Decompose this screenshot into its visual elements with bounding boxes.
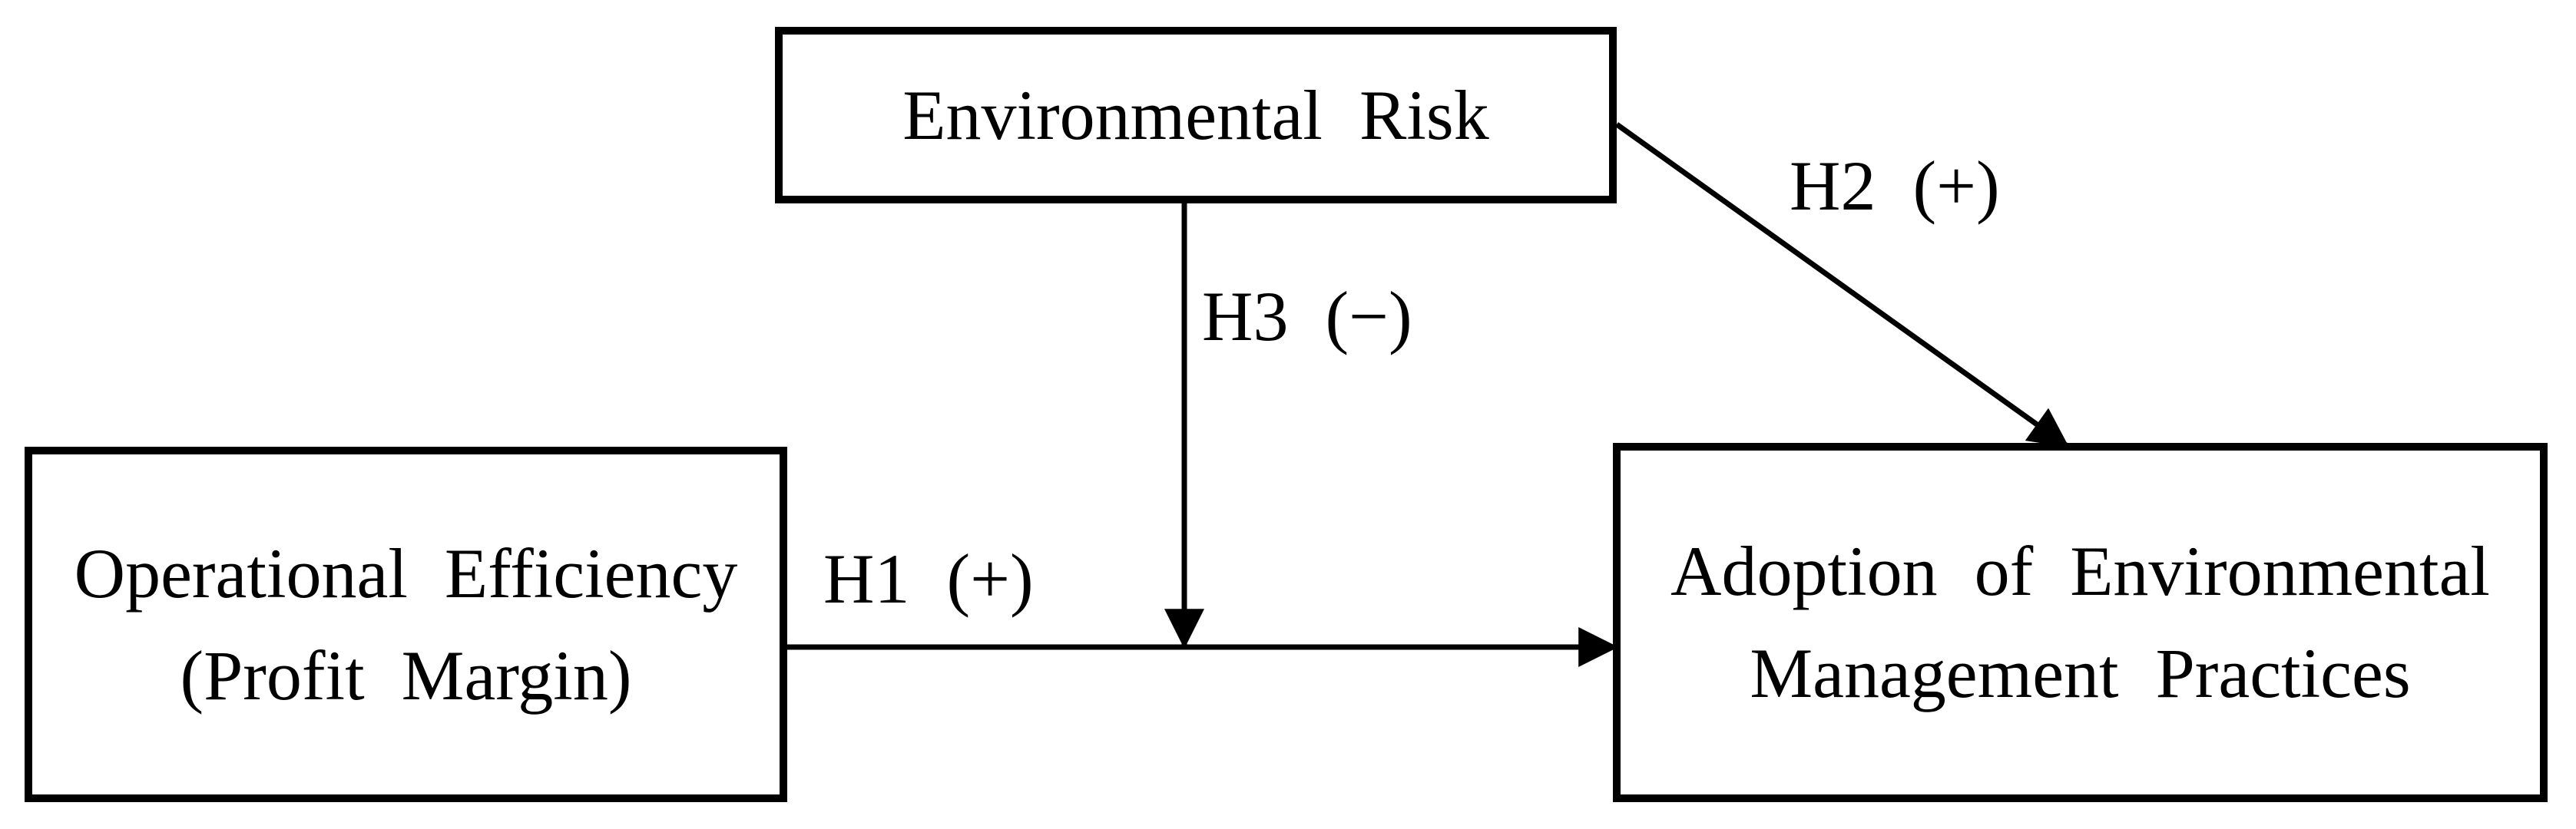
node-operational-efficiency-label-line1: Operational Efficiency bbox=[74, 533, 738, 613]
node-operational-efficiency: Operational Efficiency (Profit Margin) bbox=[25, 447, 787, 802]
h1-hypothesis-label: H1 (+) bbox=[823, 540, 1034, 618]
h2-hypothesis-label: H2 (+) bbox=[1790, 147, 2000, 225]
node-adoption-of-environmental-management-practices: Adoption of Environmental Management Pra… bbox=[1613, 443, 2548, 802]
node-adoption-label-line1: Adoption of Environmental bbox=[1670, 532, 2490, 610]
h3-hypothesis-label: H3 (−) bbox=[1202, 277, 1412, 355]
node-adoption-label-line2: Management Practices bbox=[1750, 634, 2411, 712]
node-environmental-risk: Environmental Risk bbox=[775, 27, 1617, 203]
h2-arrow bbox=[1614, 122, 2070, 448]
node-operational-efficiency-label-line2: (Profit Margin) bbox=[180, 636, 632, 715]
node-environmental-risk-label: Environmental Risk bbox=[902, 75, 1489, 154]
